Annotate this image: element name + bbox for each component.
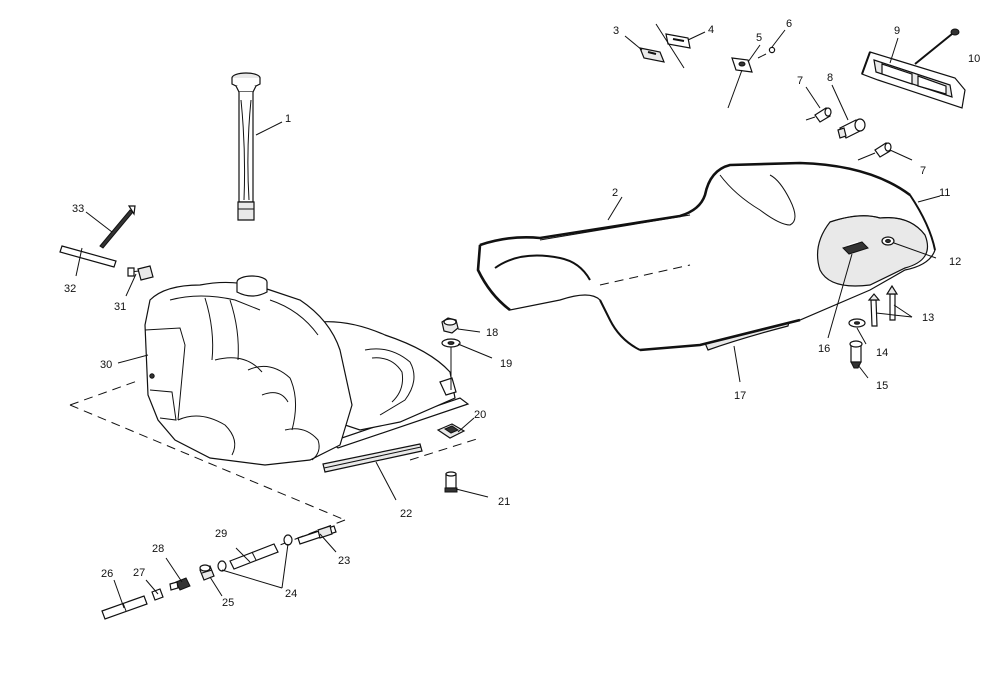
part-7-bulb xyxy=(805,107,832,123)
callout-22: 22 xyxy=(400,508,412,520)
part-3-bracket xyxy=(639,47,665,63)
part-4-bracket xyxy=(655,23,691,69)
callout-25: 25 xyxy=(222,597,234,609)
callout-6: 6 xyxy=(786,18,792,30)
part-22-bar xyxy=(322,443,423,473)
part-23-fitting xyxy=(297,525,337,545)
callout-4: 4 xyxy=(708,24,714,36)
part-19-washer xyxy=(441,338,461,390)
callout-21: 21 xyxy=(498,496,510,508)
callout-12: 12 xyxy=(949,256,961,268)
callout-32: 32 xyxy=(64,283,76,295)
callout-1: 1 xyxy=(285,113,291,125)
part-20-pad xyxy=(436,423,466,439)
callout-10: 10 xyxy=(968,53,980,65)
part-24-clamp xyxy=(217,534,293,572)
part-14-washer xyxy=(848,318,866,328)
part-13-stud xyxy=(867,284,899,327)
callout-26: 26 xyxy=(101,568,113,580)
callout-8: 8 xyxy=(827,72,833,84)
part-31-vent-fitting xyxy=(127,265,154,281)
callout-2: 2 xyxy=(612,187,618,199)
part-27-bushing xyxy=(151,588,164,601)
part-33-strap xyxy=(99,205,136,249)
leader-lines xyxy=(75,29,941,609)
callout-16: 16 xyxy=(818,343,830,355)
part-18-nut xyxy=(441,317,459,334)
callout-28: 28 xyxy=(152,543,164,555)
callout-24: 24 xyxy=(285,588,297,600)
part-6-screw xyxy=(757,46,776,59)
part-5-plate xyxy=(727,57,753,109)
part-9-taillight-housing xyxy=(861,51,966,109)
callout-27: 27 xyxy=(133,567,145,579)
part-25-fitting xyxy=(199,564,215,581)
callout-11: 11 xyxy=(939,187,950,199)
callout-31: 31 xyxy=(114,301,126,313)
callout-33: 33 xyxy=(72,203,84,215)
part-21-bolt xyxy=(444,471,458,493)
callout-5: 5 xyxy=(756,32,762,44)
part-10-screw xyxy=(914,28,960,65)
callout-labels: 1 2 3 4 5 6 7 8 7 9 10 11 12 13 14 15 16… xyxy=(64,18,980,609)
part-26-hose xyxy=(101,595,148,620)
callout-18: 18 xyxy=(486,327,498,339)
callout-7-lower: 7 xyxy=(920,165,926,177)
part-2-seat xyxy=(476,161,936,352)
callout-19: 19 xyxy=(500,358,512,370)
part-29-hose xyxy=(229,543,279,570)
callout-29: 29 xyxy=(215,528,227,540)
part-8-bulb xyxy=(837,118,866,139)
part-30-fuel-tank xyxy=(144,275,470,466)
callout-7-upper: 7 xyxy=(797,75,803,87)
callout-30: 30 xyxy=(100,359,112,371)
part-15-bolt xyxy=(849,340,863,369)
part-7-bulb-lower xyxy=(857,142,892,161)
part-32-vent-hose xyxy=(59,245,117,268)
part-28-valve xyxy=(169,577,191,591)
callout-20: 20 xyxy=(474,409,486,421)
part-1-fuel-sender xyxy=(231,72,261,221)
callout-23: 23 xyxy=(338,555,350,567)
callout-9: 9 xyxy=(894,25,900,37)
callout-15: 15 xyxy=(876,380,888,392)
callout-14: 14 xyxy=(876,347,888,359)
callout-3: 3 xyxy=(613,25,619,37)
callout-17: 17 xyxy=(734,390,746,402)
callout-13: 13 xyxy=(922,312,934,324)
